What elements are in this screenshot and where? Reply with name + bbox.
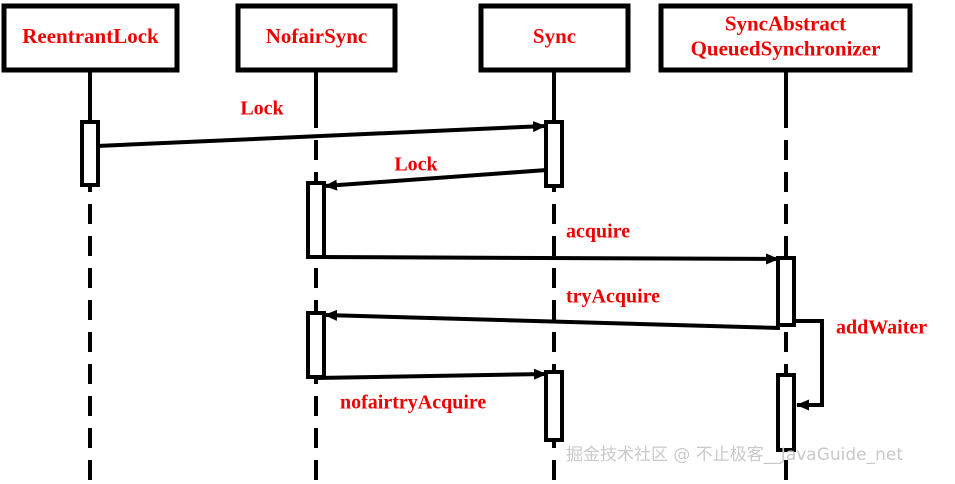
activation-bar-nofairsync-2 <box>306 311 326 379</box>
message-arrow-lock-2 <box>324 168 548 191</box>
activation-bar-nofairsync-1 <box>306 181 326 259</box>
messages-layer: LockLockacquiretryAcquirenofairtryAcquir… <box>96 98 927 414</box>
message-label-acquire: acquire <box>566 221 630 243</box>
activation-bar-reentrantlock-1 <box>80 120 100 187</box>
participant-label-reentrantlock: ReentrantLock <box>22 24 159 48</box>
participant-label-aqs: QueuedSynchronizer <box>691 36 881 60</box>
participant-label-sync: Sync <box>533 24 576 48</box>
message-label-lock-2: Lock <box>394 154 438 176</box>
participant-label-aqs: SyncAbstract <box>725 11 846 35</box>
message-nofairtryacquire[interactable]: nofairtryAcquire <box>315 368 547 414</box>
message-label-tryacquire: tryAcquire <box>566 286 660 308</box>
message-arrow-acquire <box>315 253 779 265</box>
participant-reentrantlock[interactable]: ReentrantLock <box>1 3 180 73</box>
message-label-lock-1: Lock <box>240 98 284 120</box>
message-lock-1[interactable]: Lock <box>96 98 546 148</box>
participant-box-aqs[interactable] <box>658 3 913 73</box>
participant-sync[interactable]: Sync <box>478 3 631 73</box>
message-lock-2[interactable]: Lock <box>324 154 548 191</box>
participant-label-nofairsync: NofairSync <box>266 24 368 48</box>
message-label-addwaiter: addWaiter <box>836 317 927 339</box>
message-arrow-tryacquire <box>324 309 781 330</box>
activation-bar-sync-2 <box>544 370 564 442</box>
participants-layer: ReentrantLock NofairSync Sync SyncAbstractQ… <box>1 3 913 73</box>
message-arrow-addwaiter <box>794 319 824 411</box>
lifelines-layer <box>88 70 788 482</box>
activations-layer <box>80 120 796 452</box>
watermark: 掘金技术社区 @ 不止极客__JavaGuide_net <box>566 445 903 465</box>
activation-bar-sync-1 <box>544 120 564 188</box>
message-arrow-lock-1 <box>96 121 546 148</box>
activation-bar-aqs-2 <box>776 373 796 452</box>
message-tryacquire[interactable]: tryAcquire <box>324 286 781 330</box>
activation-bar-aqs-1 <box>776 256 796 327</box>
message-acquire[interactable]: acquire <box>315 221 779 265</box>
message-addwaiter[interactable]: addWaiter <box>794 317 927 411</box>
message-label-nofairtryacquire: nofairtryAcquire <box>340 392 486 414</box>
message-arrow-nofairtryacquire <box>315 368 547 380</box>
participant-nofairsync[interactable]: NofairSync <box>235 3 398 73</box>
